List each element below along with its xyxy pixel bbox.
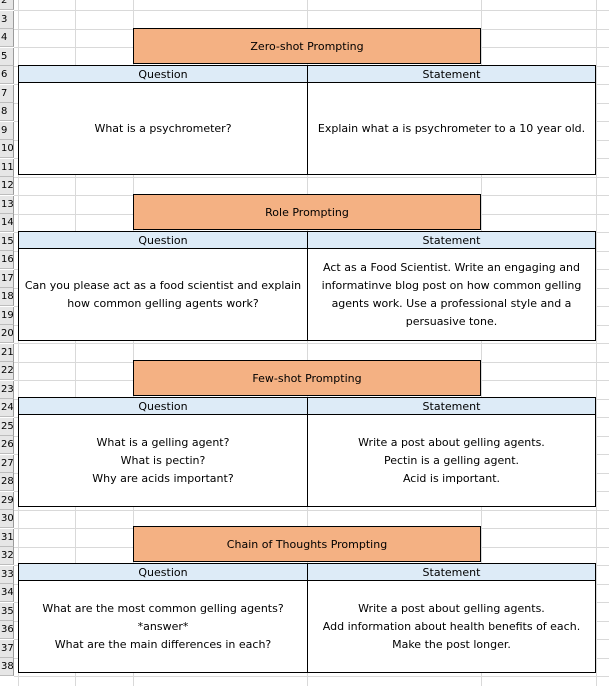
row-header[interactable]: 37: [0, 639, 14, 658]
row-header[interactable]: 35: [0, 602, 14, 621]
row-header[interactable]: 25: [0, 417, 14, 436]
question-header-cell[interactable]: Question: [18, 397, 308, 415]
question-line: *answer*: [137, 619, 189, 633]
row-header[interactable]: 38: [0, 658, 14, 676]
row-header[interactable]: 20: [0, 325, 14, 343]
row-header[interactable]: 28: [0, 473, 14, 491]
row-header[interactable]: 8: [0, 103, 14, 121]
row-header[interactable]: 16: [0, 251, 14, 269]
row-gridline: [14, 343, 609, 344]
row-header[interactable]: 11: [0, 158, 14, 177]
row-header[interactable]: 33: [0, 565, 14, 584]
question-cell[interactable]: Can you please act as a food scientist a…: [18, 249, 308, 341]
section-title[interactable]: Role Prompting: [133, 194, 481, 230]
question-header-text: Question: [138, 565, 188, 579]
row-header[interactable]: 34: [0, 584, 14, 602]
row-header[interactable]: 27: [0, 454, 14, 473]
question-header-text: Question: [138, 233, 188, 247]
row-header[interactable]: 31: [0, 528, 14, 547]
row-header[interactable]: 26: [0, 436, 14, 454]
statement-line: Acid is important.: [402, 471, 501, 485]
question-line: how common gelling agents work?: [67, 296, 259, 310]
statement-header-cell[interactable]: Statement: [307, 563, 596, 581]
statement-cell[interactable]: Write a post about gelling agents. Pectin…: [307, 415, 596, 507]
question-header-text: Question: [138, 67, 188, 81]
row-header[interactable]: 5: [0, 47, 14, 66]
statement-header-text: Statement: [422, 399, 481, 413]
row-header[interactable]: 19: [0, 306, 14, 325]
row-gridline: [14, 176, 609, 178]
row-header[interactable]: 29: [0, 491, 14, 510]
question-line: What is a gelling agent?: [96, 435, 230, 449]
row-header[interactable]: 7: [0, 84, 14, 103]
question-header-cell[interactable]: Question: [18, 231, 308, 249]
statement-line: agents work. Use a professional style an…: [331, 296, 572, 310]
row-header[interactable]: 12: [0, 177, 14, 195]
section-title[interactable]: Chain of Thoughts Prompting: [133, 526, 481, 562]
statement-header-cell[interactable]: Statement: [307, 397, 596, 415]
statement-line: persuasive tone.: [405, 314, 498, 328]
statement-header-text: Statement: [422, 565, 481, 579]
row-header[interactable]: 9: [0, 121, 14, 140]
statement-header-cell[interactable]: Statement: [307, 231, 596, 249]
question-line: Can you please act as a food scientist a…: [24, 278, 302, 292]
row-header[interactable]: 13: [0, 195, 14, 214]
row-header[interactable]: 3: [0, 10, 14, 29]
row-header[interactable]: 6: [0, 66, 14, 84]
statement-cell[interactable]: Explain what a is psychrometer to a 10 y…: [307, 83, 596, 175]
statement-header-text: Statement: [422, 67, 481, 81]
statement-line: Make the post longer.: [392, 637, 511, 651]
question-cell[interactable]: What is a gelling agent? What is pectin? W…: [18, 415, 308, 507]
row-header[interactable]: 14: [0, 214, 14, 232]
question-line: What are the main differences in each?: [54, 637, 272, 651]
statement-line: Add information about health benefits of…: [322, 619, 581, 633]
section-title-text: Role Prompting: [265, 205, 349, 219]
statement-line: Explain what a is psychrometer to a 10 y…: [317, 121, 586, 135]
row-header[interactable]: 18: [0, 288, 14, 306]
section-title-text: Zero-shot Prompting: [250, 39, 364, 53]
row-gridline: [14, 676, 609, 677]
row-header[interactable]: 4: [0, 29, 14, 47]
question-cell[interactable]: What is a psychrometer?: [18, 83, 308, 175]
statement-cell[interactable]: Write a post about gelling agents. Add in…: [307, 581, 596, 673]
row-gridline: [14, 509, 609, 511]
statement-line: informatinve blog post on how common gel…: [321, 278, 582, 292]
statement-cell[interactable]: Act as a Food Scientist. Write an engagi…: [307, 249, 596, 341]
question-header-text: Question: [138, 399, 188, 413]
question-line: Why are acids important?: [92, 471, 234, 485]
row-header[interactable]: 10: [0, 140, 14, 158]
question-line: What is pectin?: [120, 453, 206, 467]
row-header[interactable]: 32: [0, 547, 14, 565]
row-header[interactable]: 23: [0, 380, 14, 399]
row-header[interactable]: 30: [0, 510, 14, 528]
section-title-text: Chain of Thoughts Prompting: [226, 537, 388, 551]
statement-line: Pectin is a gelling agent.: [383, 453, 520, 467]
row-header[interactable]: 22: [0, 362, 14, 380]
row-header[interactable]: 2: [0, 0, 14, 10]
question-header-cell[interactable]: Question: [18, 65, 308, 83]
question-cell[interactable]: What are the most common gelling agents?…: [18, 581, 308, 673]
statement-header-text: Statement: [422, 233, 481, 247]
question-header-cell[interactable]: Question: [18, 563, 308, 581]
question-line: What are the most common gelling agents?: [42, 601, 284, 615]
row-header[interactable]: 24: [0, 399, 14, 417]
statement-line: Write a post about gelling agents.: [358, 435, 545, 449]
row-header[interactable]: 36: [0, 621, 14, 639]
section-title-text: Few-shot Prompting: [252, 371, 362, 385]
question-line: What is a psychrometer?: [94, 121, 232, 135]
section-title[interactable]: Few-shot Prompting: [133, 360, 481, 396]
statement-header-cell[interactable]: Statement: [307, 65, 596, 83]
statement-line: Write a post about gelling agents.: [358, 601, 545, 615]
row-header[interactable]: 21: [0, 343, 14, 362]
row-header[interactable]: 15: [0, 232, 14, 251]
row-gridline: [14, 10, 609, 11]
row-header[interactable]: 17: [0, 269, 14, 288]
section-title[interactable]: Zero-shot Prompting: [133, 28, 481, 64]
statement-line: Act as a Food Scientist. Write an engagi…: [323, 260, 580, 274]
